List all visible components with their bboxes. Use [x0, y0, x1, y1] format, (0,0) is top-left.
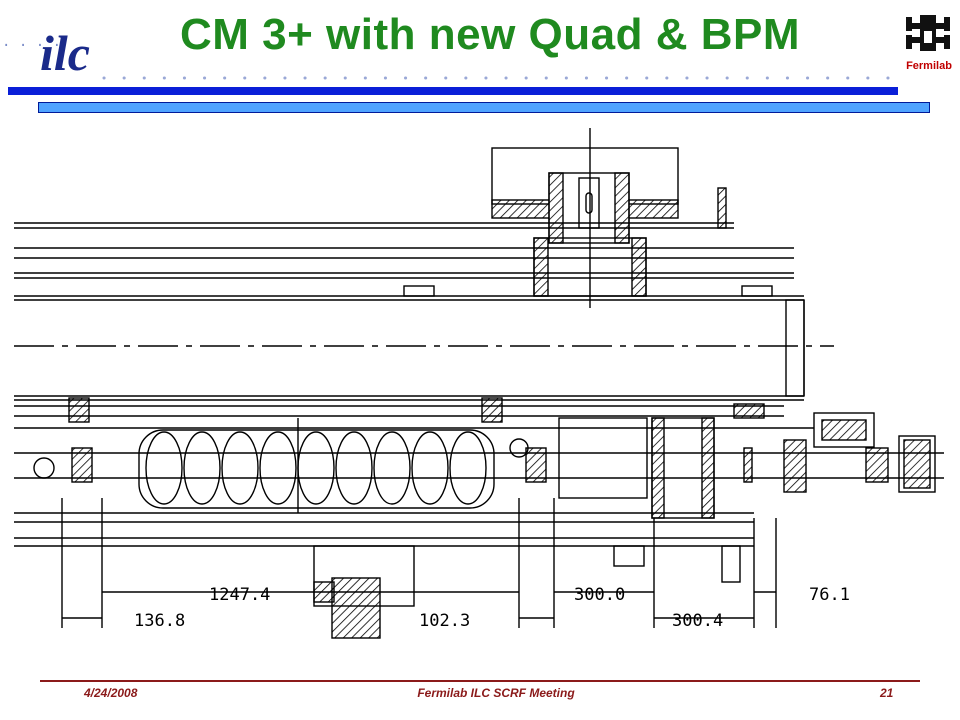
dotted-rule [102, 76, 898, 80]
cryomodule-drawing: 1247.4 136.8 102.3 300.0 300.4 76.1 [14, 128, 944, 639]
dim-76-1: 76.1 [809, 585, 850, 605]
dim-1247-4: 1247.4 [209, 585, 270, 605]
dim-300-4: 300.4 [672, 611, 723, 631]
footer-rule [40, 680, 920, 682]
footer-date: 4/24/2008 [84, 686, 138, 700]
header-subbar [38, 102, 930, 113]
fermilab-logo-icon [906, 15, 950, 51]
ilc-logo: · · · · ilc [2, 25, 90, 80]
dim-102-3: 102.3 [419, 611, 470, 631]
fermilab-logo-text: Fermilab [906, 60, 952, 72]
dim-136-8: 136.8 [134, 611, 185, 631]
slide-title: CM 3+ with new Quad & BPM [180, 10, 800, 59]
footer-page-number: 21 [880, 686, 894, 700]
footer-meeting: Fermilab ILC SCRF Meeting [417, 686, 575, 700]
header-bar [8, 87, 898, 95]
ilc-logo-text: ilc [40, 25, 90, 80]
dim-300-0: 300.0 [574, 585, 625, 605]
svg-text:· · · ·: · · · · [2, 38, 61, 54]
